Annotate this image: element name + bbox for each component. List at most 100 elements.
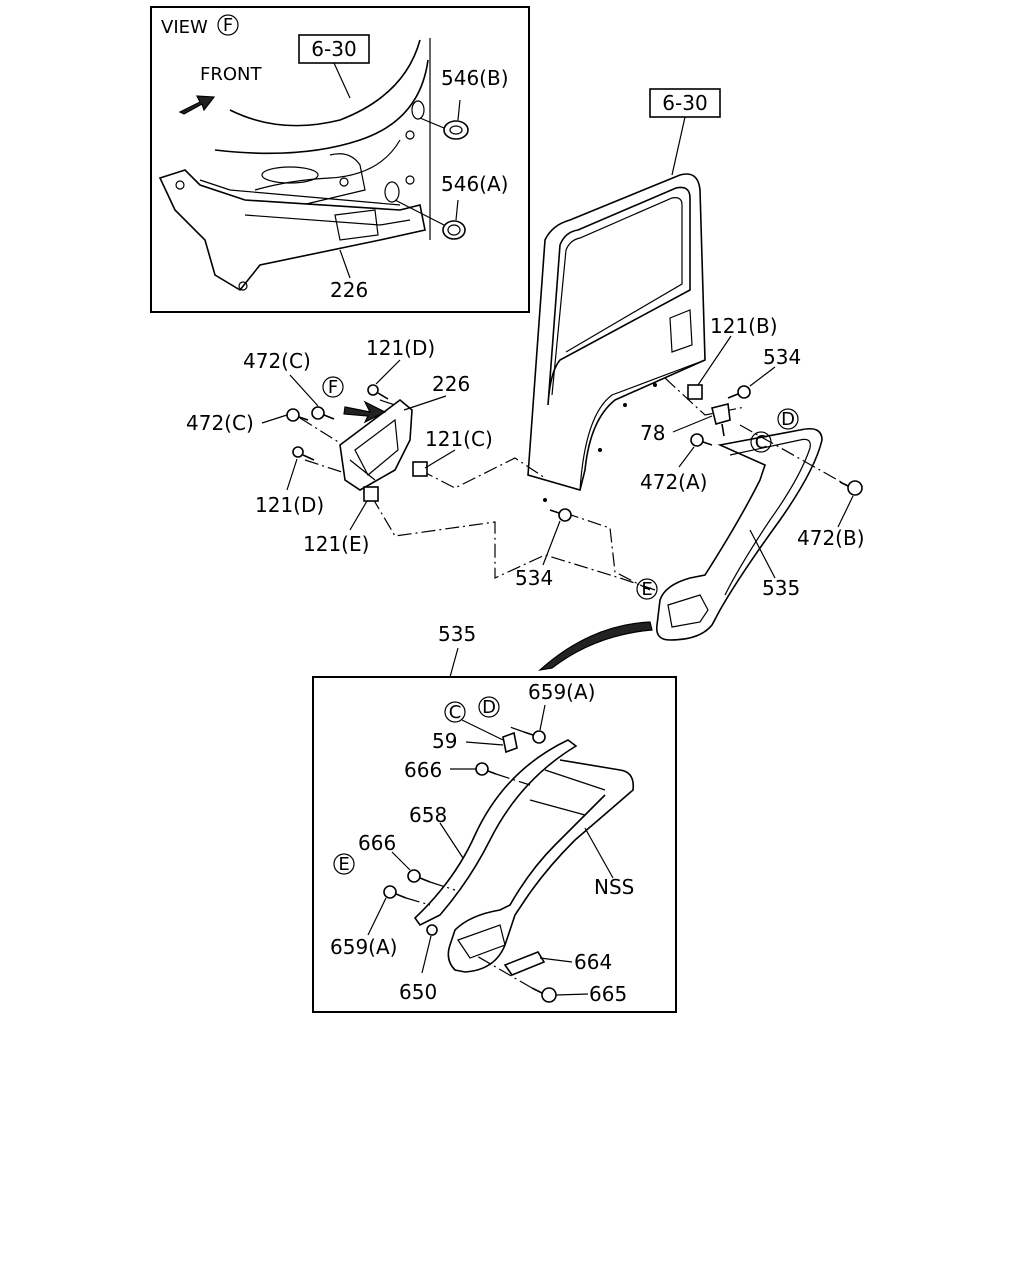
door-outline bbox=[527, 173, 706, 491]
detail-frame bbox=[312, 676, 677, 1013]
leader-121d-bottom bbox=[286, 458, 298, 491]
door-hole-4 bbox=[653, 383, 657, 387]
leader-121d-top bbox=[375, 359, 401, 385]
grommet-a-leader bbox=[394, 199, 445, 226]
label-659a-bottom: 659(A) bbox=[330, 935, 397, 959]
clip-121d-bottom bbox=[292, 446, 315, 461]
screw-666-mid bbox=[407, 869, 431, 883]
dash-121e bbox=[371, 496, 656, 591]
cab-curve-inner bbox=[214, 59, 429, 155]
label-534-top: 534 bbox=[763, 345, 801, 369]
step-edge bbox=[259, 153, 366, 216]
leader-650 bbox=[421, 935, 432, 974]
label-nss: NSS bbox=[594, 875, 634, 899]
label-226-main: 226 bbox=[432, 372, 470, 396]
detail-535: 535 C D E bbox=[312, 622, 677, 1013]
bolt-472b bbox=[839, 480, 863, 496]
detail-arrow-icon bbox=[538, 621, 653, 671]
screw-659a-top bbox=[523, 730, 546, 744]
fender-nss bbox=[447, 759, 635, 973]
grommet-546a bbox=[442, 220, 466, 240]
fender-nss-recess bbox=[457, 924, 506, 959]
label-534-bottom: 534 bbox=[515, 566, 553, 590]
label-546a: 546(A) bbox=[441, 172, 508, 196]
dash-121c bbox=[419, 457, 546, 489]
part-78 bbox=[711, 403, 731, 437]
label-121c: 121(C) bbox=[425, 427, 493, 451]
main-circle-c bbox=[750, 431, 772, 453]
panel-bolt-2 bbox=[339, 177, 349, 187]
clip-121b bbox=[687, 384, 703, 400]
bracket-flange bbox=[199, 179, 401, 206]
leader-664 bbox=[539, 957, 573, 963]
detail-title: 535 bbox=[438, 622, 476, 646]
detail-dash-659a bbox=[405, 897, 431, 906]
main-letter-d: D bbox=[781, 409, 795, 430]
main-assembly: 6-30 bbox=[186, 88, 865, 671]
grommet-546b-inner bbox=[449, 125, 463, 135]
clip-650 bbox=[426, 924, 438, 936]
label-226-leader bbox=[339, 249, 351, 279]
bolt-472a bbox=[690, 433, 713, 447]
main-circle-f bbox=[322, 376, 344, 398]
trim-658 bbox=[413, 739, 578, 927]
main-circle-d bbox=[777, 408, 799, 430]
bracket-plate bbox=[334, 209, 379, 241]
label-226-view: 226 bbox=[330, 278, 368, 302]
panel-bolt-3 bbox=[405, 175, 415, 185]
label-78: 78 bbox=[640, 421, 665, 445]
label-666-mid: 666 bbox=[358, 831, 396, 855]
main-letter-c: C bbox=[755, 432, 768, 453]
view-ref-leader bbox=[333, 62, 351, 99]
dash-121d-bottom bbox=[304, 459, 346, 474]
label-121b: 121(B) bbox=[710, 314, 778, 338]
view-f-letter: F bbox=[223, 15, 233, 36]
grommet-546a-inner bbox=[447, 224, 461, 236]
clip-121e bbox=[363, 486, 379, 502]
bolt-472c-top bbox=[311, 406, 335, 420]
label-546b-leader bbox=[457, 99, 461, 121]
detail-dash-665 bbox=[474, 954, 533, 989]
screw-659a-bottom bbox=[383, 885, 407, 899]
label-472c-top: 472(C) bbox=[243, 349, 311, 373]
grommet-546b bbox=[443, 120, 469, 140]
label-472b: 472(B) bbox=[797, 526, 865, 550]
bracket-226-main bbox=[339, 398, 413, 491]
bracket-hole-1 bbox=[175, 180, 185, 190]
bracket-rib bbox=[244, 214, 411, 226]
detail-dash-659a-top bbox=[509, 726, 525, 733]
front-arrow-icon bbox=[178, 95, 216, 115]
view-f-frame bbox=[150, 6, 530, 313]
fender-nss-rib-2 bbox=[529, 799, 586, 816]
leader-472c-left bbox=[261, 414, 288, 424]
screw-666-top bbox=[475, 762, 497, 776]
leader-659a-bottom bbox=[367, 897, 387, 936]
plate-664 bbox=[503, 951, 546, 976]
view-f-circle bbox=[217, 14, 239, 36]
detail-dash-666-top bbox=[495, 773, 531, 786]
leader-c-59 bbox=[461, 719, 504, 741]
label-546b: 546(B) bbox=[441, 66, 509, 90]
door-handle-recess bbox=[669, 309, 693, 353]
bolt-534-top bbox=[727, 385, 751, 399]
leader-472b bbox=[837, 495, 854, 528]
leader-59 bbox=[465, 741, 504, 746]
clip-121d-top bbox=[367, 384, 389, 400]
step-opening bbox=[261, 166, 319, 184]
door-window bbox=[547, 186, 691, 406]
leader-472a bbox=[678, 446, 695, 468]
main-ref-leader bbox=[671, 116, 686, 176]
leader-226 bbox=[403, 395, 447, 411]
leader-666-mid bbox=[391, 851, 411, 871]
detail-circle-c bbox=[444, 701, 466, 723]
label-650: 650 bbox=[399, 980, 437, 1004]
screw-665 bbox=[531, 987, 557, 1003]
leader-535 bbox=[749, 529, 776, 579]
bracket-hole-2 bbox=[238, 281, 248, 291]
fender-step-recess bbox=[667, 594, 709, 628]
label-535-main: 535 bbox=[762, 576, 800, 600]
bolt-534-bottom bbox=[549, 508, 572, 522]
view-f-title: VIEW bbox=[161, 17, 208, 38]
leader-121c bbox=[424, 449, 456, 469]
